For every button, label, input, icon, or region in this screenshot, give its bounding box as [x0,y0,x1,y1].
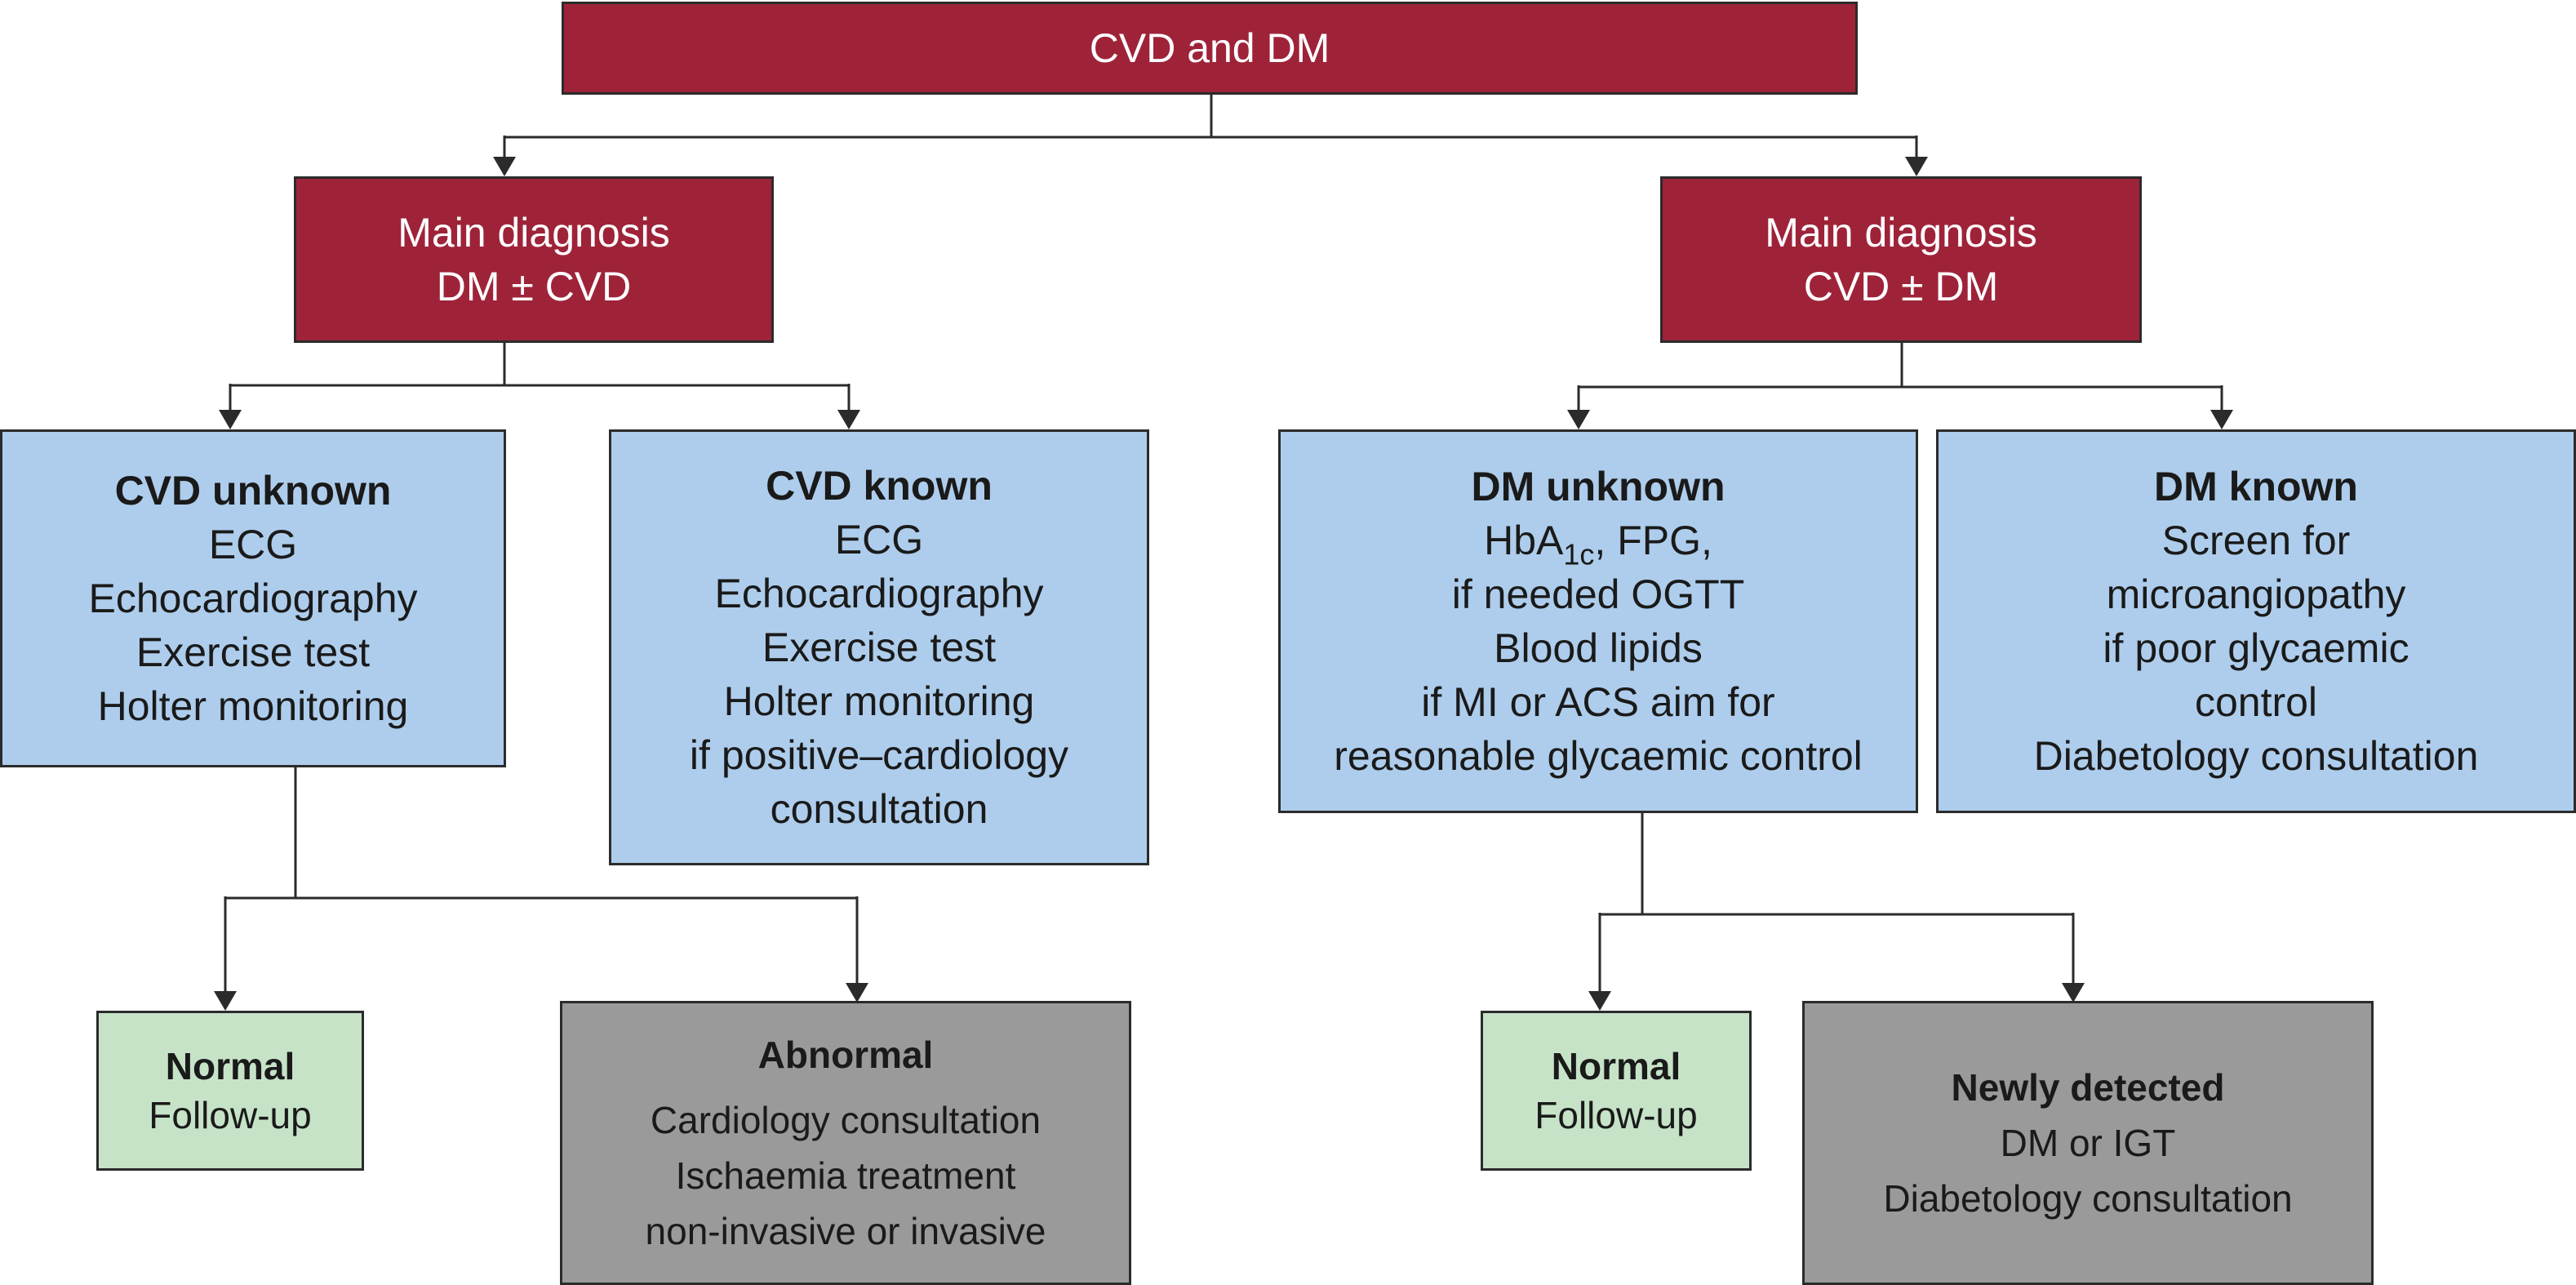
hba-subscript: 1c [1563,537,1595,571]
top-node-title: CVD and DM [1089,25,1330,71]
normal-left-text: Follow-up [149,1094,312,1136]
newly-detected-heading: Newly detected [1951,1066,2225,1109]
abnormal-item: Cardiology consultation [650,1099,1042,1141]
abnormal-item: Ischaemia treatment [675,1154,1016,1197]
cvd-unknown-item: Exercise test [135,629,371,675]
normal-left-box: Normal Follow-up [96,1011,364,1171]
dm-known-heading: DM known [2154,464,2358,509]
hba-prefix: HbA [1484,518,1564,563]
dm-known-item: Screen for [2161,518,2351,563]
cvd-unknown-box: CVD unknown ECG Echocardiography Exercis… [0,429,506,767]
newly-detected-item: Diabetology consultation [1883,1177,2293,1220]
newly-detected-item: DM or IGT [2000,1122,2176,1164]
normal-left-heading: Normal [165,1045,295,1087]
abnormal-item: non-invasive or invasive [645,1210,1046,1252]
cvd-unknown-heading: CVD unknown [114,468,392,514]
cvd-known-item: ECG [834,517,924,562]
abnormal-heading: Abnormal [757,1034,934,1076]
dm-unknown-item: reasonable glycaemic control [1334,733,1863,779]
dm-known-box: DM known Screen for microangiopathy if p… [1936,429,2576,813]
abnormal-box: Abnormal Cardiology consultation Ischaem… [560,1001,1131,1285]
cvd-known-item: if positive–cardiology [689,732,1069,778]
dm-unknown-box: DM unknown HbA1c, FPG, if needed OGTT Bl… [1278,429,1918,813]
cvd-known-item: Exercise test [762,625,997,670]
main-diagnosis-dm-line2: DM ± CVD [436,264,632,309]
dm-unknown-hba1c-line: HbA1c, FPG, [1484,514,1712,569]
cvd-unknown-item: ECG [208,522,298,567]
normal-right-text: Follow-up [1534,1094,1698,1136]
dm-unknown-item: Blood lipids [1494,625,1703,671]
normal-right-heading: Normal [1551,1045,1681,1087]
dm-unknown-heading: DM unknown [1471,464,1725,509]
cvd-known-item: consultation [770,786,988,832]
main-diagnosis-cvd-line2: CVD ± DM [1803,264,1999,309]
newly-detected-box: Newly detected DM or IGT Diabetology con… [1802,1001,2374,1285]
dm-unknown-item: if needed OGTT [1451,571,1745,617]
dm-known-item: microangiopathy [2106,571,2406,617]
top-node-box: CVD and DM [562,2,1858,95]
normal-right-box: Normal Follow-up [1481,1011,1752,1171]
main-diagnosis-dm-box: Main diagnosis DM ± CVD [294,176,774,343]
main-diagnosis-cvd-line1: Main diagnosis [1765,210,2037,256]
dm-known-item: if poor glycaemic [2103,625,2409,671]
cvd-unknown-item: Holter monitoring [97,683,409,729]
dm-known-item: control [2194,679,2318,725]
cvd-known-heading: CVD known [766,463,993,509]
cvd-known-item: Echocardiography [714,571,1044,616]
dm-unknown-item: if MI or ACS aim for [1421,679,1775,725]
hba-suffix: , FPG, [1594,518,1712,563]
main-diagnosis-cvd-box: Main diagnosis CVD ± DM [1660,176,2142,343]
main-diagnosis-dm-line1: Main diagnosis [398,210,670,256]
cvd-known-box: CVD known ECG Echocardiography Exercise … [609,429,1149,865]
cvd-unknown-item: Echocardiography [88,576,418,621]
cvd-known-item: Holter monitoring [723,678,1035,724]
dm-known-item: Diabetology consultation [2033,733,2479,779]
